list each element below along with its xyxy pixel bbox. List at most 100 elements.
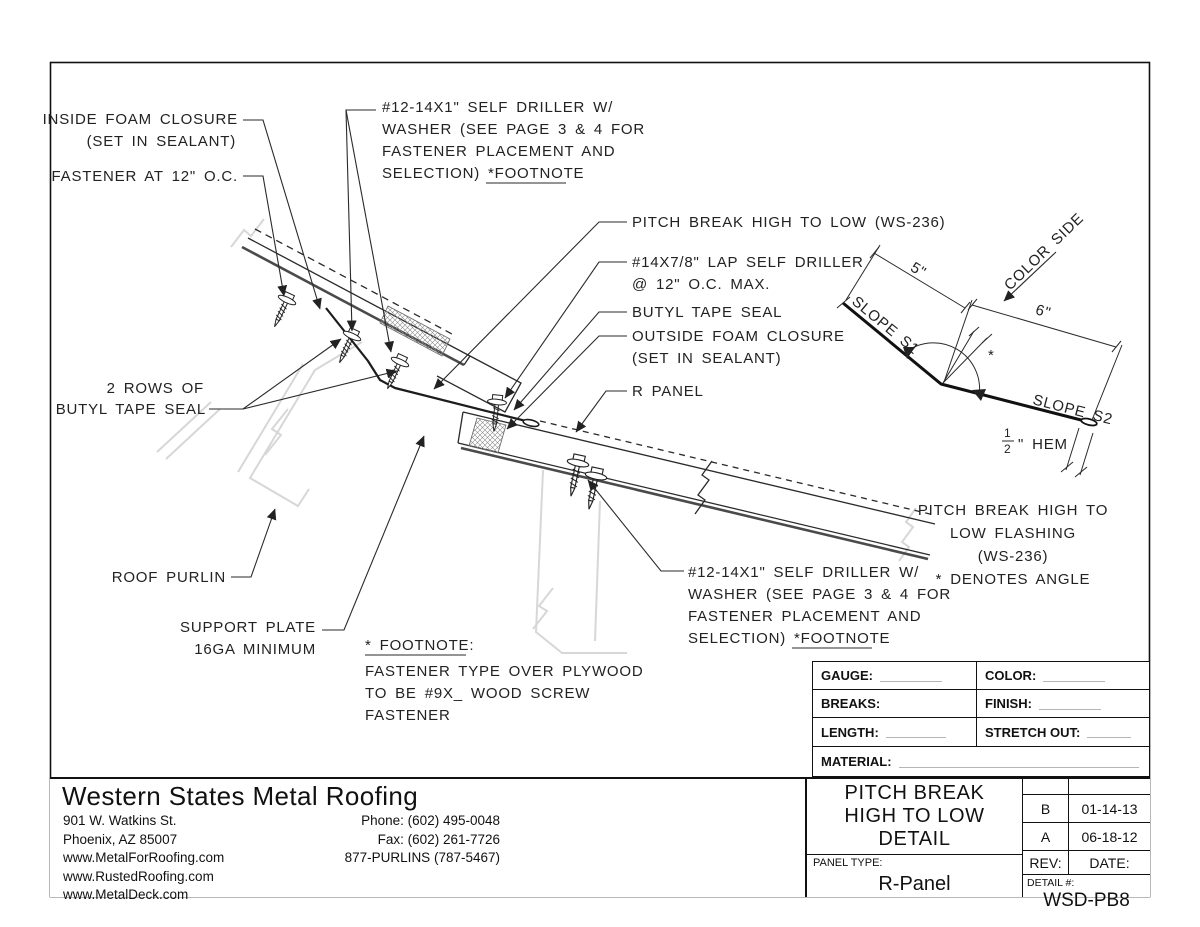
company-website-3: www.MetalDeck.com [63,887,189,902]
svg-text:16GA MINIMUM: 16GA MINIMUM [194,641,316,658]
detail-number-value: WSD-PB8 [1043,890,1130,911]
fastener-screw-icon [265,289,300,332]
svg-text:#12-14X1" SELF DRILLER W/: #12-14X1" SELF DRILLER W/ [688,564,919,581]
revision-header-row: REV: DATE: [1023,851,1150,875]
svg-text:SELECTION) *FOOTNOTE: SELECTION) *FOOTNOTE [382,165,584,182]
svg-text:* FOOTNOTE:: * FOOTNOTE: [365,637,474,654]
revision-row-empty [1023,779,1150,795]
hem-dimension: 1 2 " HEM [1002,426,1094,478]
label-two-rows-butyl: 2 ROWS OF [107,380,204,397]
svg-text:BUTYL TAPE SEAL: BUTYL TAPE SEAL [56,401,206,418]
drawing-title: PITCH BREAK HIGH TO LOW DETAIL [807,779,1022,855]
label-self-driller-bottom: #12-14X1" SELF DRILLER W/ WASHER (SEE PA… [688,564,951,649]
company-phone: Phone: (602) 495-0048 [361,813,500,828]
company-tollfree: 877-PURLINS (787-5467) [344,850,500,865]
company-contact: Phone: (602) 495-0048 Fax: (602) 261-772… [245,812,500,868]
pitch-break-flashing [325,307,540,428]
svg-text:" HEM: " HEM [1018,436,1068,453]
svg-text:WASHER (SEE PAGE 3 & 4 FOR: WASHER (SEE PAGE 3 & 4 FOR [688,586,951,603]
support-plate-edge [436,355,522,413]
label-support-plate: SUPPORT PLATE [180,619,316,636]
svg-text:* DENOTES ANGLE: * DENOTES ANGLE [936,571,1091,588]
form-cell-color: COLOR: [977,662,1149,690]
form-cell-breaks: BREAKS: [813,690,977,718]
label-r-panel: R PANEL [632,383,704,400]
form-cell-length: LENGTH: [813,718,977,747]
svg-text:5": 5" [907,259,929,281]
profile-hem-icon [1080,417,1098,427]
profile-caption: PITCH BREAK HIGH TO LOW FLASHING (WS-236… [918,502,1108,588]
form-cell-stretch-out: STRETCH OUT: [977,718,1149,747]
label-self-driller-top: #12-14X1" SELF DRILLER W/ WASHER (SEE PA… [382,99,645,184]
svg-text:FASTENER PLACEMENT AND: FASTENER PLACEMENT AND [688,608,921,625]
revision-table: B 01-14-13 A 06-18-12 REV: DATE: DETAIL … [1022,779,1150,911]
svg-text:FASTENER: FASTENER [365,707,451,724]
callout-labels: INSIDE FOAM CLOSURE (SET IN SEALANT) FAS… [43,99,951,724]
svg-text:COLOR SIDE: COLOR SIDE [1001,210,1087,294]
dim-6-inch: 6" [967,298,1123,421]
outside-foam-closure-hatch [468,417,507,454]
company-website-2: www.RustedRoofing.com [63,868,214,884]
svg-text:#12-14X1" SELF DRILLER W/: #12-14X1" SELF DRILLER W/ [382,99,613,116]
svg-text:(WS-236): (WS-236) [978,548,1049,565]
company-website-1: www.MetalForRoofing.com [63,850,225,865]
svg-text:FASTENER PLACEMENT AND: FASTENER PLACEMENT AND [382,143,615,160]
fastener-screw-icon [378,351,413,394]
color-blank-line [1043,670,1106,682]
length-blank-line [885,726,946,738]
svg-text:(SET IN SEALANT): (SET IN SEALANT) [87,133,236,150]
angle-star: * [988,347,995,364]
color-side-note: COLOR SIDE [1001,210,1087,302]
gauge-blank-line [880,670,942,682]
company-name: Western States Metal Roofing [62,781,419,811]
svg-text:FASTENER TYPE OVER PLYWOOD: FASTENER TYPE OVER PLYWOOD [365,663,643,680]
flashing-profile-diagram: 5" 6" * COLOR SIDE SLOPE S1 SLOPE S2 [836,210,1123,588]
title-block: PITCH BREAK HIGH TO LOW DETAIL PANEL TYP… [805,777,1150,911]
material-blank-line [898,756,1139,768]
stretch-out-blank-line [1087,726,1132,738]
fastener-screw-icon [330,325,365,368]
panel-type-label: PANEL TYPE: [813,857,883,869]
label-lap-self-driller: #14X7/8" LAP SELF DRILLER [632,254,864,271]
label-fastener-12oc: FASTENER AT 12" O.C. [52,168,238,185]
svg-text:2: 2 [1004,442,1011,456]
svg-text:SELECTION) *FOOTNOTE: SELECTION) *FOOTNOTE [688,630,890,647]
detail-number-cell: DETAIL #: WSD-PB8 [1023,875,1150,911]
company-fax: Fax: (602) 261-7726 [377,831,500,847]
panel-break-symbol [694,460,713,515]
form-cell-gauge: GAUGE: [813,662,977,690]
panel-type-value: R-Panel [878,873,951,895]
flashing-hem-icon [522,418,540,428]
svg-text:6": 6" [1034,301,1053,322]
order-form-table: GAUGE: COLOR: BREAKS: FINISH: LENGTH: ST… [812,661,1150,777]
label-slope-s1: SLOPE S1 [848,293,922,358]
finish-blank-line [1038,698,1101,710]
svg-text:(SET IN SEALANT): (SET IN SEALANT) [632,350,781,367]
svg-text:WASHER (SEE PAGE 3 & 4 FOR: WASHER (SEE PAGE 3 & 4 FOR [382,121,645,138]
label-butyl-tape-seal: BUTYL TAPE SEAL [632,304,782,321]
svg-text:@ 12" O.C. MAX.: @ 12" O.C. MAX. [632,276,770,293]
svg-text:1: 1 [1004,426,1011,440]
label-pitch-break: PITCH BREAK HIGH TO LOW (WS-236) [632,214,945,231]
label-inside-foam-closure: INSIDE FOAM CLOSURE [43,111,238,128]
revision-row: A 06-18-12 [1023,823,1150,851]
angle-indicator: * [903,326,995,401]
company-address: 901 W. Watkins St. Phoenix, AZ 85007 www… [63,812,224,905]
panel-type-cell: PANEL TYPE: R-Panel [807,855,1022,897]
leader-lines [209,109,684,631]
svg-text:TO BE #9X_ WOOD SCREW: TO BE #9X_ WOOD SCREW [365,685,590,702]
label-outside-foam-closure: OUTSIDE FOAM CLOSURE [632,328,845,345]
form-cell-finish: FINISH: [977,690,1149,718]
company-block: Western States Metal Roofing 901 W. Watk… [50,777,805,902]
revision-row: B 01-14-13 [1023,795,1150,823]
dim-5-inch: 5" [845,244,973,383]
svg-text:LOW FLASHING: LOW FLASHING [950,525,1076,542]
form-cell-material: MATERIAL: [813,747,1149,776]
svg-text:PITCH BREAK HIGH TO: PITCH BREAK HIGH TO [918,502,1108,519]
inside-foam-closure-hatch [379,305,451,357]
ghost-roof-purlin-upper [156,218,363,508]
label-slope-s2: SLOPE S2 [1031,391,1115,428]
detail-number-label: DETAIL #: [1027,877,1075,889]
